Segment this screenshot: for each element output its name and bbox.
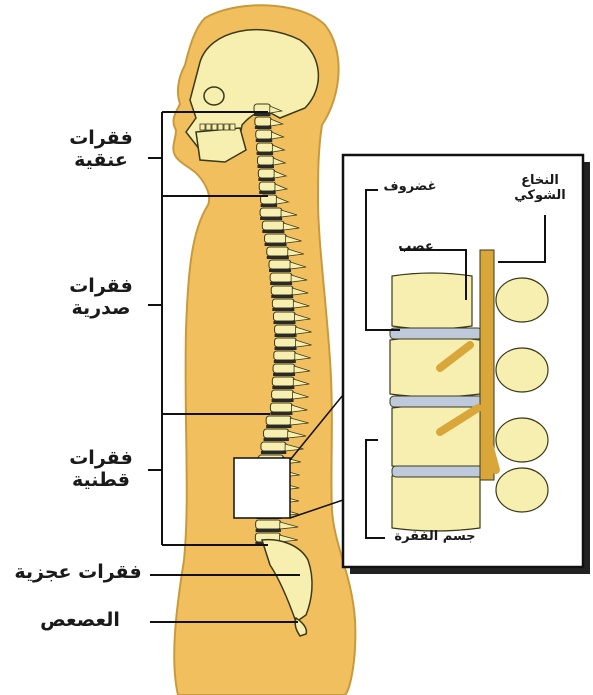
inset-spinous-process — [496, 468, 548, 512]
disc — [261, 451, 286, 454]
inset-label-nerve: عصب — [396, 240, 436, 255]
inset-spinous-process — [496, 418, 548, 462]
vertebra — [273, 312, 295, 321]
vertebra — [270, 273, 292, 282]
disc — [273, 373, 295, 376]
inset-disc — [390, 328, 482, 339]
vertebra — [271, 286, 293, 295]
disc — [270, 282, 292, 285]
vertebra — [255, 117, 272, 126]
tooth — [224, 124, 229, 130]
disc — [257, 152, 274, 155]
disc — [275, 334, 297, 337]
label-cervical: فقرات عنقية — [56, 128, 146, 172]
vertebra — [264, 429, 289, 438]
vertebra — [257, 143, 274, 152]
tooth — [230, 124, 235, 130]
label-cervical-line1: فقرات — [56, 128, 146, 150]
label-thoracic-line1: فقرات — [56, 276, 146, 298]
tooth — [200, 124, 205, 130]
vertebra — [269, 260, 291, 269]
vertebra — [257, 156, 274, 165]
label-coccyx: العصعص — [10, 610, 150, 632]
disc — [262, 230, 284, 233]
vertebra — [266, 416, 291, 425]
disc — [274, 360, 296, 363]
disc — [265, 243, 287, 246]
disc — [254, 113, 271, 116]
disc — [255, 126, 272, 129]
label-lumbar-line1: فقرات — [56, 448, 146, 470]
vertebra — [273, 364, 295, 373]
disc — [256, 139, 273, 142]
inset-vertebrae — [390, 250, 548, 531]
inset-label-vertebra-body: جسم الفقرة — [385, 530, 485, 545]
disc — [256, 529, 281, 532]
vertebra — [261, 442, 286, 451]
inset-disc — [392, 466, 484, 477]
inset-label-spinal-cord: النخاع الشوكي — [505, 174, 575, 204]
vertebra — [260, 208, 282, 217]
inset-label-spinal-cord-line1: النخاع — [505, 174, 575, 189]
vertebra — [259, 182, 276, 191]
disc — [272, 399, 294, 402]
label-sacral: فقرات عجزية — [6, 562, 150, 584]
vertebra — [274, 351, 296, 360]
inset-vertebra-body — [392, 273, 472, 329]
vertebra — [272, 299, 294, 308]
disc — [272, 386, 294, 389]
disc — [271, 295, 293, 298]
vertebra — [262, 221, 284, 230]
disc — [273, 321, 295, 324]
label-thoracic: فقرات صدرية — [56, 276, 146, 320]
disc — [259, 191, 276, 194]
vertebra — [272, 377, 294, 386]
vertebra — [275, 325, 297, 334]
disc — [257, 165, 274, 168]
vertebra — [270, 403, 292, 412]
label-thoracic-line2: صدرية — [56, 298, 146, 320]
label-lumbar: فقرات قطنية — [56, 448, 146, 492]
vertebra — [267, 247, 289, 256]
disc — [264, 438, 289, 441]
tooth — [212, 124, 217, 130]
disc — [266, 425, 291, 428]
disc — [258, 178, 275, 181]
disc — [275, 347, 297, 350]
disc — [260, 217, 282, 220]
inset-label-cartilage: غضروف — [380, 180, 440, 195]
label-lumbar-line2: قطنية — [56, 470, 146, 492]
vertebra — [256, 520, 281, 529]
tooth — [206, 124, 211, 130]
inset-spinous-process — [496, 278, 548, 322]
vertebra — [256, 130, 273, 139]
vertebra — [265, 234, 287, 243]
disc — [261, 204, 278, 207]
zoom-region — [234, 458, 290, 518]
disc — [267, 256, 289, 259]
vertebra — [275, 338, 297, 347]
vertebra — [272, 390, 294, 399]
inset-label-spinal-cord-line2: الشوكي — [505, 189, 575, 204]
vertebra — [258, 169, 275, 178]
inset-spinous-process — [496, 348, 548, 392]
inset-disc — [390, 396, 486, 407]
disc — [269, 269, 291, 272]
disc — [272, 308, 294, 311]
label-cervical-line2: عنقية — [56, 150, 146, 172]
tooth — [218, 124, 223, 130]
disc — [270, 412, 292, 415]
eye-socket — [204, 87, 224, 105]
inset-vertebra-body — [392, 473, 480, 531]
